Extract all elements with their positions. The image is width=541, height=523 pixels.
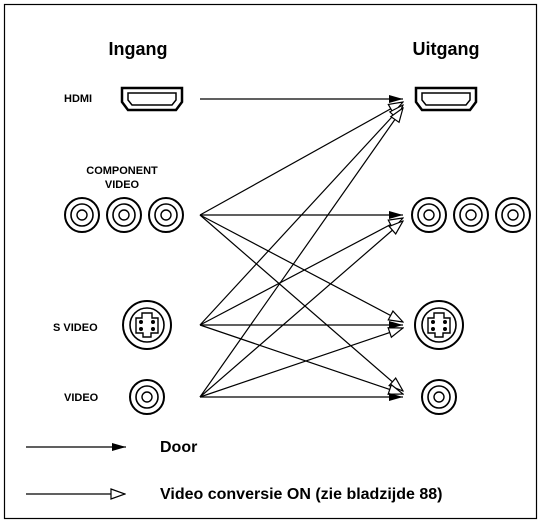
arrow-video-to-hdmi bbox=[199, 108, 403, 398]
arrow-component-video-to-video bbox=[199, 214, 403, 391]
arrow-video-to-component-video bbox=[199, 221, 403, 398]
component-label-line1: COMPONENT bbox=[86, 165, 158, 177]
hdmi-label: HDMI bbox=[64, 93, 92, 105]
s-video-output-connector-icon bbox=[414, 300, 464, 350]
component-video-input-jacks-icon bbox=[64, 197, 184, 233]
video-label: VIDEO bbox=[64, 392, 99, 404]
component-label-line2: VIDEO bbox=[105, 179, 140, 191]
arrow-s-video-to-hdmi bbox=[199, 105, 403, 326]
s-video-input-connector-icon bbox=[122, 300, 172, 350]
arrow-s-video-to-video bbox=[199, 324, 403, 394]
connection-arrows bbox=[199, 95, 403, 401]
legend-conversion-label: Video conversie ON (zie bladzijde 88) bbox=[160, 486, 442, 503]
output-heading: Uitgang bbox=[413, 39, 480, 59]
video-output-jack-icon bbox=[421, 379, 457, 415]
diagram-frame bbox=[3, 3, 538, 520]
arrow-video-to-s-video bbox=[199, 328, 403, 398]
legend: Door Video conversie ON (zie bladzijde 8… bbox=[26, 439, 442, 503]
legend-through-label: Door bbox=[160, 439, 197, 456]
hdmi-output-connector-icon bbox=[414, 86, 478, 112]
hdmi-input-connector-icon bbox=[120, 86, 184, 112]
component-video-output-jacks-icon bbox=[411, 197, 531, 233]
arrow-component-video-to-hdmi bbox=[199, 102, 403, 216]
video-input-jack-icon bbox=[129, 379, 165, 415]
arrow-s-video-to-component-video bbox=[199, 218, 403, 326]
input-heading: Ingang bbox=[109, 39, 168, 59]
arrow-component-video-to-s-video bbox=[199, 214, 403, 322]
s-video-label: S VIDEO bbox=[53, 322, 98, 334]
